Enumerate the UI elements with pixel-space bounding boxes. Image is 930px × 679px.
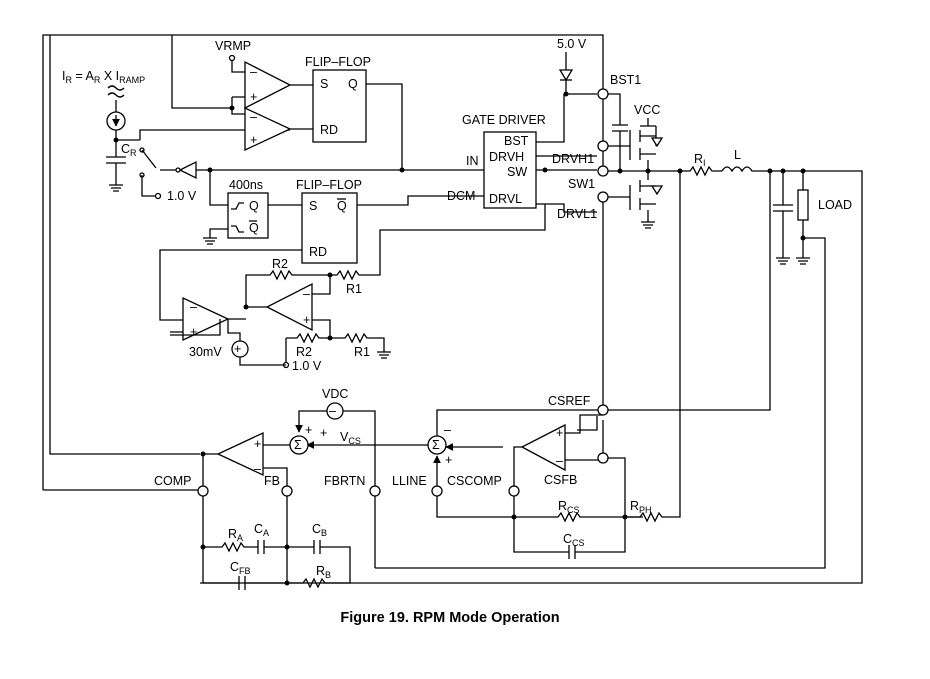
svg-text:FB: FB	[264, 474, 280, 488]
oneshot-400ns: 400ns Q Q	[203, 178, 302, 245]
svg-text:RCS: RCS	[558, 499, 580, 515]
svg-text:RD: RD	[320, 123, 338, 137]
svg-text:+: +	[190, 325, 197, 339]
svg-text:–: –	[250, 65, 257, 79]
figure-caption: Figure 19. RPM Mode Operation	[340, 610, 560, 626]
svg-text:+: +	[320, 426, 327, 440]
svg-text:COMP: COMP	[154, 474, 192, 488]
svg-text:+: +	[445, 453, 452, 467]
svg-text:GATE DRIVER: GATE DRIVER	[462, 113, 546, 127]
svg-text:Σ: Σ	[294, 438, 302, 452]
svg-text:DRVL1: DRVL1	[557, 207, 597, 221]
svg-text:–: –	[254, 462, 261, 476]
svg-text:CSFB: CSFB	[544, 473, 577, 487]
svg-text:1.0 V: 1.0 V	[167, 189, 197, 203]
outer-feedback-wire	[42, 34, 604, 491]
current-sense-loop: CSREF + – CSFB CSCOMP CCS RCS RPH	[447, 171, 771, 559]
cr-capacitor: CR	[106, 140, 137, 192]
svg-text:VRMP: VRMP	[215, 39, 251, 53]
ramp-current-source: IR = AR X IRAMP	[62, 69, 290, 143]
svg-text:RB: RB	[316, 564, 331, 580]
svg-text:Q: Q	[249, 199, 259, 213]
dcm-comparator-network: – + – + R2 R1 R2 R1 1.0 V + 30mV	[159, 204, 546, 373]
svg-text:LOAD: LOAD	[818, 198, 852, 212]
svg-text:–: –	[556, 454, 563, 468]
svg-text:+: +	[254, 437, 261, 451]
current-comparator: – +	[171, 35, 313, 152]
svg-text:DRVH1: DRVH1	[552, 152, 594, 166]
error-amplifier: + – COMP FB FBRTN	[49, 35, 381, 568]
svg-text:IR = AR X IRAMP: IR = AR X IRAMP	[62, 69, 145, 85]
svg-text:R2: R2	[272, 257, 288, 271]
svg-text:–: –	[444, 423, 451, 437]
svg-text:S: S	[309, 199, 317, 213]
ramp-reset-switch: 1.0 V	[139, 147, 197, 203]
svg-text:400ns: 400ns	[229, 178, 263, 192]
svg-text:VCC: VCC	[634, 103, 660, 117]
svg-text:–: –	[250, 110, 257, 124]
svg-text:Q: Q	[249, 221, 259, 235]
svg-text:Σ: Σ	[432, 438, 440, 452]
svg-text:FLIP–FLOP: FLIP–FLOP	[305, 55, 371, 69]
svg-text:R1: R1	[346, 282, 362, 296]
svg-text:SW1: SW1	[568, 177, 595, 191]
svg-text:RA: RA	[228, 527, 243, 543]
svg-text:–: –	[329, 404, 336, 418]
svg-text:CFB: CFB	[230, 560, 251, 576]
svg-text:BST: BST	[504, 134, 529, 148]
svg-text:R2: R2	[296, 345, 312, 359]
svg-text:DRVH: DRVH	[489, 150, 524, 164]
svg-text:Q: Q	[348, 77, 358, 91]
svg-text:BST1: BST1	[610, 73, 641, 87]
svg-text:+: +	[305, 423, 312, 437]
compensation-network: RA CA CB RB CFB	[200, 496, 351, 590]
svg-text:FLIP–FLOP: FLIP–FLOP	[296, 178, 362, 192]
flipflop-2: FLIP–FLOP S Q RD DCM	[296, 178, 484, 264]
svg-text:FBRTN: FBRTN	[324, 474, 365, 488]
svg-text:–: –	[190, 300, 197, 314]
svg-text:VCS: VCS	[340, 430, 361, 446]
svg-text:RI: RI	[694, 152, 706, 168]
bootstrap-diode: 5.0 V	[557, 37, 587, 97]
power-stage: VCC	[608, 93, 683, 229]
svg-text:+: +	[556, 426, 563, 440]
output-filter: RI L LOAD	[200, 148, 863, 584]
in-line: IN	[160, 154, 484, 206]
gate-driver: GATE DRIVER BST DRVH SW DRVL	[462, 93, 597, 213]
svg-text:DCM: DCM	[447, 189, 475, 203]
svg-text:DRVL: DRVL	[489, 192, 522, 206]
svg-text:+: +	[234, 342, 241, 356]
svg-text:RPH: RPH	[630, 499, 652, 515]
svg-text:R1: R1	[354, 345, 370, 359]
svg-text:VDC: VDC	[322, 387, 348, 401]
svg-text:CB: CB	[312, 522, 327, 538]
vrmp-comparator: VRMP – +	[215, 39, 313, 110]
svg-text:1.0 V: 1.0 V	[292, 359, 322, 373]
svg-text:CSCOMP: CSCOMP	[447, 474, 502, 488]
svg-text:CR: CR	[121, 142, 137, 158]
svg-text:+: +	[250, 90, 257, 104]
svg-text:CCS: CCS	[563, 532, 585, 548]
svg-text:LLINE: LLINE	[392, 474, 427, 488]
svg-text:+: +	[250, 133, 257, 147]
svg-text:S: S	[320, 77, 328, 91]
ic-pins-right: BST1 DRVH1 SW1 DRVL1	[552, 73, 641, 464]
svg-text:IN: IN	[466, 154, 479, 168]
svg-text:+: +	[303, 313, 310, 327]
svg-text:CA: CA	[254, 522, 269, 538]
svg-text:–: –	[303, 287, 310, 301]
svg-text:L: L	[734, 148, 741, 162]
svg-text:5.0 V: 5.0 V	[557, 37, 587, 51]
svg-text:CSREF: CSREF	[548, 394, 591, 408]
svg-text:SW: SW	[507, 165, 527, 179]
svg-text:Q: Q	[337, 199, 347, 213]
flipflop-1: FLIP–FLOP S Q RD	[305, 55, 403, 170]
summing-junctions: Σ – + LLINE VCS + Σ – VDC +	[263, 387, 598, 518]
svg-text:RD: RD	[309, 245, 327, 259]
svg-text:30mV: 30mV	[189, 345, 222, 359]
